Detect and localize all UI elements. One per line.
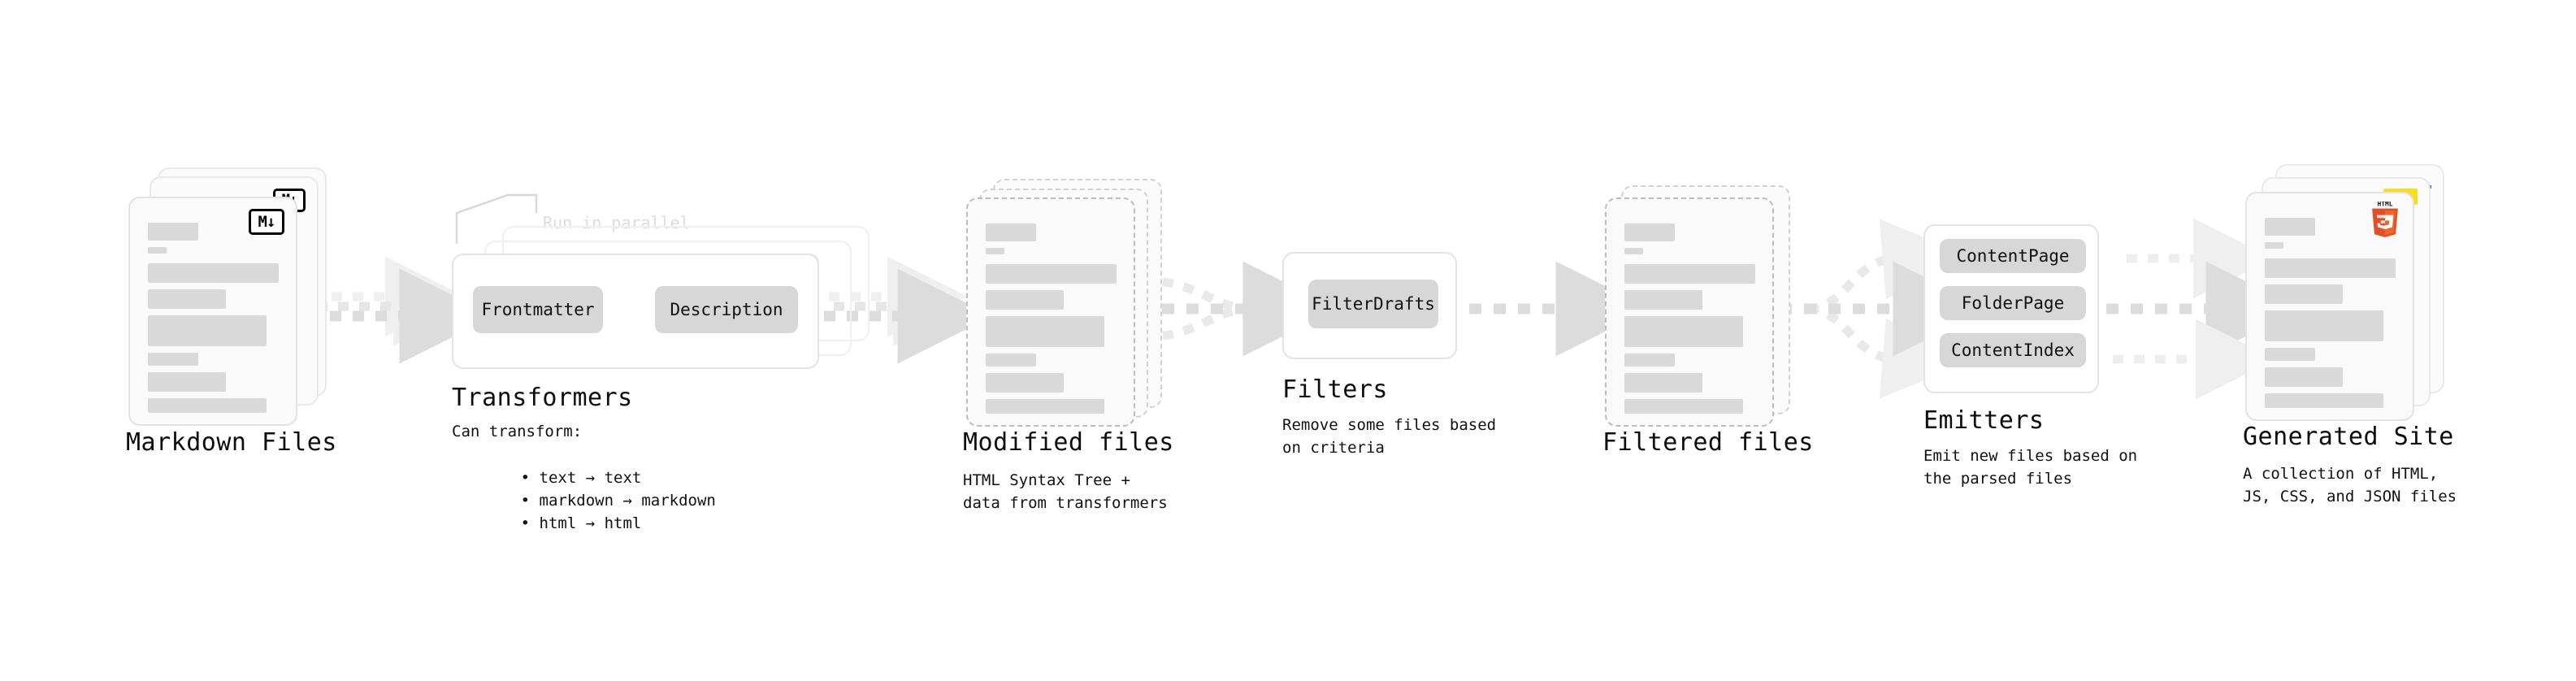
transformer-chip-description[interactable]: Description — [655, 286, 798, 333]
bar-line-6 — [2265, 393, 2383, 408]
document-content-bars — [148, 223, 280, 419]
bar-line-3 — [2265, 310, 2383, 341]
stage-subtitle-emitters: Emit new files based on the parsed files — [1923, 447, 2138, 488]
stage-subtitle-transformers: Can transform: — [452, 423, 583, 440]
stage-subtitle-filters: Remove some files based on criteria — [1282, 416, 1497, 457]
markdown-file-card[interactable]: M↓ — [128, 197, 297, 426]
emitter-chip-contentpage[interactable]: ContentPage — [1940, 239, 2086, 273]
bullet-text-3: html → html — [539, 514, 642, 532]
bar-line-2 — [1624, 290, 1702, 310]
document-content-bars — [2265, 218, 2396, 414]
bar-line-6 — [986, 399, 1104, 414]
bar-line-1 — [2265, 258, 2396, 278]
bullet-text-2: markdown → markdown — [539, 491, 716, 510]
bar-line-5 — [1624, 373, 1702, 393]
bullet-dot-3: • — [520, 514, 540, 532]
bullet-dot-2: • — [520, 491, 540, 510]
bullet-text-1: text → text — [539, 468, 642, 487]
filters-group-box[interactable]: FilterDrafts — [1282, 252, 1457, 359]
bullet-dot-1: • — [520, 468, 540, 487]
filter-chip-filterdrafts[interactable]: FilterDrafts — [1308, 280, 1438, 328]
bar-line-4 — [2265, 348, 2315, 361]
bar-line-1 — [148, 263, 279, 283]
bar-title — [986, 223, 1036, 241]
stage-title-modified-files: Modified files — [963, 428, 1174, 457]
bar-title — [1624, 223, 1675, 241]
bar-meta — [1624, 248, 1643, 254]
generated-file-card[interactable]: HTML — [2245, 192, 2414, 421]
bar-title — [2265, 218, 2315, 236]
bar-meta — [2265, 242, 2283, 249]
bar-line-5 — [2265, 367, 2343, 387]
bar-line-5 — [148, 372, 226, 392]
bar-title — [148, 223, 198, 241]
bar-line-1 — [986, 264, 1117, 284]
html5-badge: HTML — [2372, 202, 2398, 237]
stage-subtitle-modified-files: HTML Syntax Tree + data from transformer… — [963, 471, 1168, 512]
transformers-group-box[interactable]: Frontmatter Description — [452, 254, 819, 369]
transformer-bullet-2: • markdown → markdown — [465, 467, 716, 535]
arrow-filtered-to-emitters — [1780, 219, 1988, 399]
bar-line-6 — [1624, 399, 1743, 414]
stage-subtitle-generated-site: A collection of HTML, JS, CSS, and JSON … — [2243, 465, 2457, 505]
bar-line-3 — [1624, 316, 1743, 347]
bar-line-2 — [148, 289, 226, 309]
bar-line-4 — [986, 354, 1036, 367]
bar-line-1 — [1624, 264, 1755, 284]
bar-line-4 — [1624, 354, 1675, 367]
svg-text:HTML: HTML — [2378, 202, 2393, 207]
emitter-chip-folderpage[interactable]: FolderPage — [1940, 286, 2086, 320]
arrow-emitters-to-site — [2106, 218, 2301, 400]
bar-line-6 — [148, 398, 267, 413]
modified-file-card[interactable] — [966, 197, 1135, 427]
bar-line-5 — [986, 373, 1064, 393]
run-in-parallel-label: Run in parallel — [543, 213, 690, 232]
bar-line-4 — [148, 353, 198, 366]
stage-title-filters: Filters — [1282, 375, 1388, 404]
document-content-bars — [986, 223, 1117, 420]
markdown-badge: M↓ — [249, 209, 284, 235]
bar-line-2 — [2265, 284, 2343, 304]
bar-line-3 — [986, 316, 1104, 347]
transformer-bullet-3: • html → html — [465, 490, 642, 557]
bar-line-2 — [986, 290, 1064, 310]
transformer-bullet-1: • text → text — [465, 445, 642, 512]
emitters-group-box[interactable]: ContentPage FolderPage ContentIndex — [1923, 224, 2099, 393]
stage-title-filtered-files: Filtered files — [1602, 428, 1814, 457]
emitter-chip-contentindex[interactable]: ContentIndex — [1940, 333, 2086, 367]
transformer-chip-frontmatter[interactable]: Frontmatter — [473, 286, 603, 333]
document-content-bars — [1624, 223, 1756, 420]
bar-meta — [986, 248, 1004, 254]
stage-title-markdown-files: Markdown Files — [126, 428, 337, 457]
bar-meta — [148, 247, 167, 254]
stage-title-transformers: Transformers — [452, 384, 633, 412]
filtered-file-card[interactable] — [1605, 197, 1774, 427]
stage-title-emitters: Emitters — [1923, 406, 2045, 435]
stage-title-generated-site: Generated Site — [2243, 423, 2454, 451]
bar-line-3 — [148, 315, 267, 346]
